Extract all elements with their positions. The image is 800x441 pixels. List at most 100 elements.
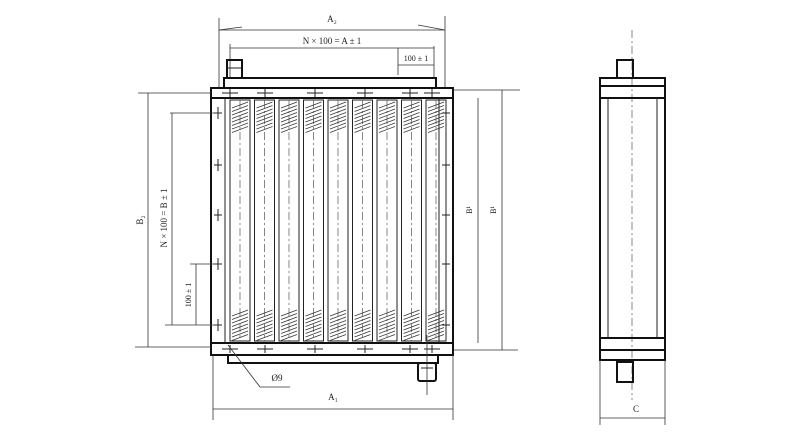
fin-hatch <box>329 108 347 116</box>
tube <box>327 99 349 342</box>
fin-hatch <box>256 101 273 109</box>
bolt-mark <box>402 89 418 97</box>
dimension-a1: A₁ <box>212 355 454 420</box>
bolt-mark <box>257 345 273 353</box>
tube <box>254 99 275 342</box>
fin-hatch <box>378 119 396 126</box>
n-b-formula: N × 100 = B ± 1 <box>159 188 169 247</box>
a1-label: A₁ <box>328 392 338 402</box>
fin-hatch <box>354 126 371 133</box>
fin-hatch <box>354 108 371 116</box>
fin-hatch <box>256 112 273 119</box>
fin-hatch <box>231 122 249 130</box>
tube-array <box>229 99 447 342</box>
bolt-mark <box>222 345 238 353</box>
fin-hatch <box>256 105 273 112</box>
top-manifold <box>223 77 437 89</box>
fin-hatch <box>280 115 298 123</box>
fin-hatch <box>378 101 396 109</box>
bolt-mark <box>442 107 450 119</box>
side-top-header <box>599 77 666 87</box>
fin-hatch <box>354 320 371 327</box>
fin-hatch <box>305 320 322 327</box>
fin-hatch <box>305 119 322 126</box>
bolt-mark <box>357 345 373 353</box>
fin-hatch <box>256 334 273 341</box>
b1-label-inner: B¹ <box>465 206 474 214</box>
fin-hatch <box>256 323 273 331</box>
fin-hatch <box>329 323 347 331</box>
bolt-mark <box>307 345 323 353</box>
fin-hatch <box>256 126 273 133</box>
fin-hatch <box>403 323 420 331</box>
bolt-mark <box>214 209 222 221</box>
fin-hatch <box>256 309 273 317</box>
side-top-flange <box>599 85 666 99</box>
fin-hatch <box>403 316 420 324</box>
bolt-mark <box>307 89 323 97</box>
fin-hatch <box>378 105 396 112</box>
bolt-mark <box>357 89 373 97</box>
fin-hatch <box>427 323 445 331</box>
fin-hatch <box>280 126 298 133</box>
bolt-mark <box>402 345 418 353</box>
fin-hatch <box>231 119 249 126</box>
dimension-b1: B¹ B¹ <box>453 89 520 351</box>
front-view: A₂ N × 100 = A ± 1 100 ± 1 <box>135 14 520 420</box>
fin-hatch <box>305 327 322 334</box>
fin-hatch <box>378 313 396 320</box>
fin-hatch <box>378 309 396 317</box>
fin-hatch <box>354 323 371 331</box>
fin-hatch <box>231 330 249 338</box>
side-top-connector <box>616 59 634 79</box>
fin-hatch <box>403 122 420 130</box>
dimension-a2: A₂ <box>218 14 446 88</box>
dimension-b2: B₂ <box>135 92 211 348</box>
fin-hatch <box>280 313 298 320</box>
fin-hatch <box>354 101 371 109</box>
fin-hatch <box>378 323 396 331</box>
fin-hatch <box>329 112 347 119</box>
fin-hatch <box>378 126 396 133</box>
fin-hatch <box>231 105 249 112</box>
fin-hatch <box>329 126 347 133</box>
bolt-mark <box>442 209 450 221</box>
dimension-c: C <box>599 360 666 425</box>
tube <box>401 99 422 342</box>
fin-hatch <box>354 105 371 112</box>
fin-hatch <box>305 108 322 116</box>
bolt-marks <box>214 89 450 353</box>
fin-hatch <box>305 334 322 341</box>
tube <box>425 99 447 342</box>
fin-hatch <box>427 320 445 327</box>
b1-label-outer: B¹ <box>489 206 498 214</box>
fin-hatch <box>403 105 420 112</box>
fin-hatch <box>231 334 249 341</box>
fin-hatch <box>427 126 445 133</box>
fin-hatch <box>354 112 371 119</box>
fin-hatch <box>329 313 347 320</box>
fin-hatch <box>378 320 396 327</box>
fin-hatch <box>280 112 298 119</box>
fin-hatch <box>329 309 347 317</box>
fin-hatch <box>329 105 347 112</box>
height-step-label: 100 ± 1 <box>184 283 193 307</box>
fin-hatch <box>280 334 298 341</box>
fin-hatch <box>378 327 396 334</box>
fin-hatch <box>427 313 445 320</box>
fin-hatch <box>305 126 322 133</box>
fin-hatch <box>354 122 371 130</box>
bolt-mark <box>222 89 238 97</box>
fin-hatch <box>305 309 322 317</box>
fin-hatch <box>329 327 347 334</box>
fin-hatch <box>231 309 249 317</box>
fin-hatch <box>280 105 298 112</box>
fin-hatch <box>427 119 445 126</box>
fin-hatch <box>403 115 420 123</box>
fin-hatch <box>427 334 445 341</box>
fin-hatch <box>329 122 347 130</box>
fin-hatch <box>354 119 371 126</box>
fin-hatch <box>329 316 347 324</box>
fin-hatch <box>378 316 396 324</box>
